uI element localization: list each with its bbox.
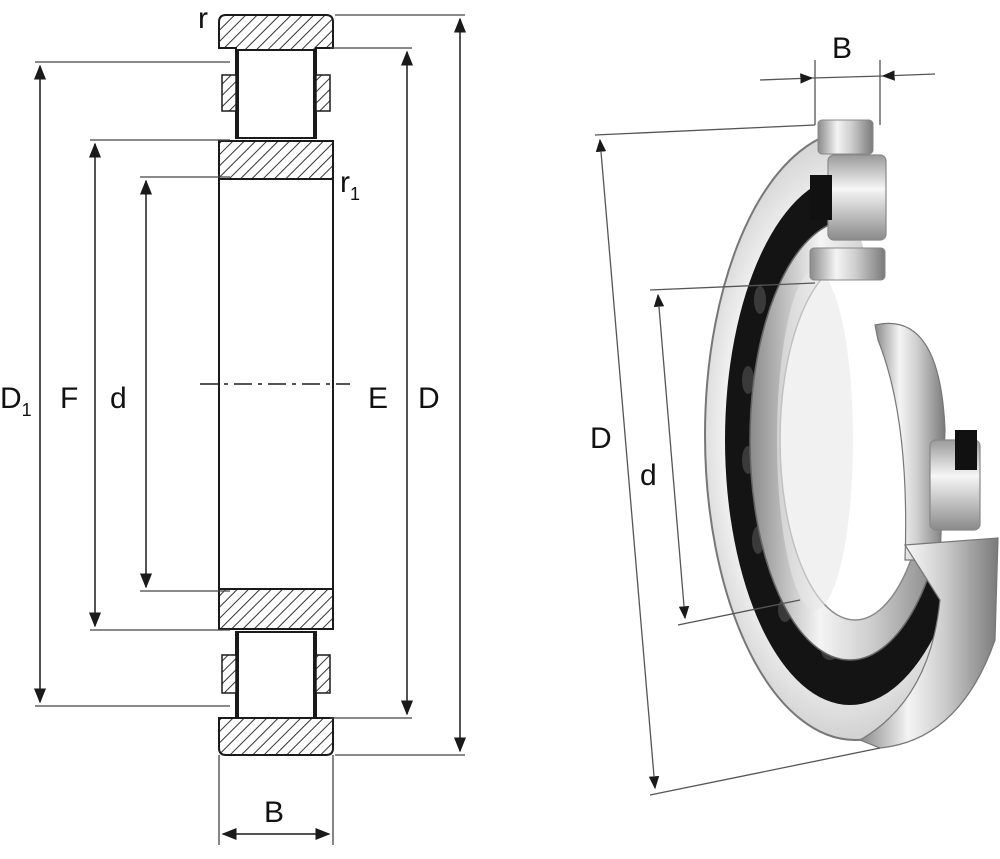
dimension-lines [34,17,466,840]
label-D: D [418,382,440,415]
label-E: E [368,382,388,415]
iso-dim-d [649,282,816,626]
iso-label-B: B [832,32,852,65]
label-d: d [110,382,127,415]
bore-shade [777,270,853,610]
iso-label-d: d [640,459,657,492]
cage-top-left [221,74,237,112]
extension-lines [35,14,465,845]
label-r: r [198,2,208,35]
cage-bottom-left [221,654,237,694]
inner-ring-bottom [218,588,334,630]
section-drawing: r r1 D1 F d E D B [0,2,466,845]
iso-label-D: D [590,422,612,455]
label-F: F [60,382,78,415]
iso-roller-top [827,154,887,241]
inner-ring-top [218,140,334,180]
cage-bottom-right [315,654,331,694]
roller-bottom [237,631,315,719]
label-D1: D1 [0,382,32,420]
label-B: B [264,796,284,829]
iso-dim-D [594,124,881,796]
roller-top [237,49,315,139]
iso-dim-B [759,60,936,125]
cage-top-right [315,74,331,112]
iso-inner-ring-top [809,247,886,281]
iso-inner-section-right [874,322,946,561]
isometric-view: B D d [590,32,1000,796]
iso-cage-top [810,175,832,220]
iso-outer-ring-top [817,119,874,155]
label-r1: r1 [340,166,360,204]
iso-outer-section-right [955,430,977,470]
